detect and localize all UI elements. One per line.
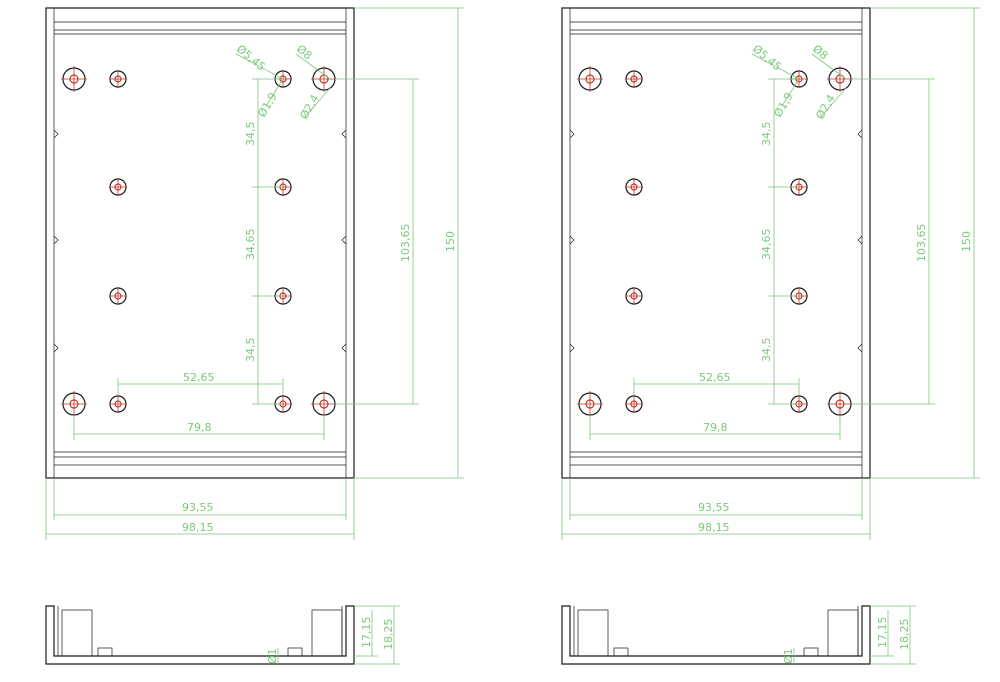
side-tab [287, 647, 303, 657]
corner-boss [311, 391, 337, 417]
label-inner-width: 93,55 [182, 501, 214, 514]
label-v-spacing-mid: 34,65 [760, 229, 773, 261]
corner-boss [61, 66, 87, 92]
label-v-spacing-bottom: 34,5 [244, 338, 257, 363]
pcb-hole [109, 178, 127, 196]
label-d-inner: Ø2,4 [813, 92, 837, 121]
label-d-outer-boss: Ø5,45 [234, 42, 268, 73]
dimension-lines [45, 7, 464, 540]
label-boss-height: 103,65 [915, 224, 928, 263]
label-side-h2: 18,25 [898, 619, 911, 651]
label-inner-width: 93,55 [698, 501, 730, 514]
enclosure-outline [45, 7, 355, 479]
label-h-outer-span: 79,8 [187, 421, 212, 434]
label-h-inner-span: 52,65 [183, 371, 215, 384]
label-side-small: Ø1 [782, 648, 795, 664]
enclosure-top-view-left: Ø5,45 Ø8 Ø1,9 Ø2,4 34,5 34,65 34,5 103,6… [45, 7, 464, 540]
label-d-outer-boss: Ø5,45 [750, 42, 784, 73]
label-d-top: Ø8 [294, 42, 314, 62]
label-d-hole: Ø1,9 [771, 90, 795, 119]
label-d-inner: Ø2,4 [297, 92, 321, 121]
label-d-top: Ø8 [810, 42, 830, 62]
pcb-hole [109, 395, 127, 413]
pcb-hole [109, 70, 127, 88]
dimension-labels: Ø5,45 Ø8 Ø1,9 Ø2,4 34,5 34,65 34,5 103,6… [182, 42, 457, 534]
enclosure-side-view-right: 17,15 18,25 Ø1 [561, 605, 916, 665]
label-v-spacing-top: 34,5 [244, 122, 257, 147]
side-profile [45, 605, 355, 665]
label-boss-height: 103,65 [399, 224, 412, 263]
label-overall-height: 150 [444, 231, 457, 252]
enclosure-inner-wall [53, 7, 347, 479]
side-notches [53, 129, 347, 353]
label-d-hole: Ø1,9 [255, 90, 279, 119]
side-boss [311, 609, 343, 657]
mounting-holes [61, 66, 337, 417]
label-side-h1: 17,15 [876, 617, 889, 649]
label-overall-width: 98,15 [698, 521, 730, 534]
label-overall-width: 98,15 [182, 521, 214, 534]
label-v-spacing-bottom: 34,5 [760, 338, 773, 363]
dimension-labels: Ø5,45 Ø8 Ø1,9 Ø2,4 34,5 34,65 34,5 103,6… [698, 42, 973, 534]
enclosure-top-view-right: Ø5,45 Ø8 Ø1,9 Ø2,4 34,5 34,65 34,5 103,6… [561, 7, 980, 540]
label-h-outer-span: 79,8 [703, 421, 728, 434]
label-v-spacing-top: 34,5 [760, 122, 773, 147]
corner-boss [311, 66, 337, 92]
label-side-small: Ø1 [266, 648, 279, 664]
pcb-hole [109, 287, 127, 305]
side-tab [97, 647, 113, 657]
label-overall-height: 150 [960, 231, 973, 252]
label-h-inner-span: 52,65 [699, 371, 731, 384]
mounting-holes [577, 66, 853, 417]
label-side-h1: 17,15 [360, 617, 373, 649]
label-side-h2: 18,25 [382, 619, 395, 651]
side-boss [61, 609, 93, 657]
corner-boss [61, 391, 87, 417]
enclosure-side-view-left: 17,15 18,25 Ø1 [45, 605, 400, 665]
label-v-spacing-mid: 34,65 [244, 229, 257, 261]
